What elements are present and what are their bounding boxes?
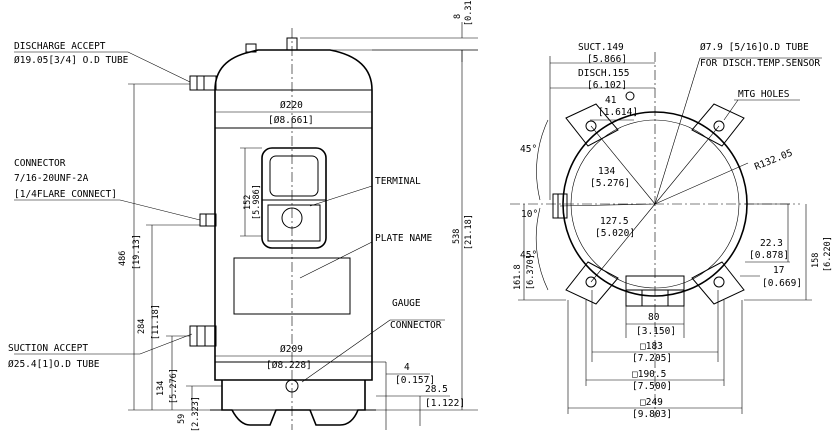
- dim-486: 486: [118, 251, 128, 266]
- suction-title: SUCTION ACCEPT: [8, 343, 88, 354]
- dim-dia-220: Ø220: [280, 100, 303, 111]
- dim-134-in: [5.276]: [169, 368, 179, 404]
- dim-284-in: [11.18]: [151, 304, 161, 340]
- top-view: [510, 52, 822, 418]
- dim-190-5: □190.5: [632, 369, 666, 380]
- mounting-hole: [713, 276, 725, 288]
- dim-4-in: [0.157]: [395, 375, 435, 386]
- base-plate: [221, 380, 366, 426]
- dim-dia-209: Ø209: [280, 344, 303, 355]
- dim-486-in: [19.13]: [132, 234, 142, 270]
- dim-4: 4: [404, 362, 410, 373]
- dim-161-8-in: [6.370]: [526, 254, 536, 290]
- terminal-label: TERMINAL: [375, 176, 421, 187]
- dim-158: 158: [811, 253, 821, 268]
- connector-thread: 7/16-20UNF-2A: [14, 173, 89, 184]
- dim-suct-in: [5.866]: [587, 54, 627, 65]
- mounting-lug: [691, 103, 745, 147]
- dim-17-in: [0.669]: [762, 278, 802, 289]
- discharge-size: Ø19.05[3/4] O.D TUBE: [14, 55, 129, 66]
- dim-152: 152: [243, 195, 253, 210]
- mounting-lug: [691, 261, 745, 305]
- angle-45-bottom: 45°: [520, 250, 537, 261]
- dim-127-5: 127.5: [600, 216, 629, 227]
- dim-17: 17: [773, 265, 784, 276]
- dim-28-5: 28.5: [425, 384, 448, 395]
- dim-dia-209-in: [Ø8.228]: [266, 360, 312, 371]
- mounting-hole: [585, 276, 597, 288]
- angle-45-top: 45°: [520, 144, 537, 155]
- mounting-hole: [713, 120, 725, 132]
- dim-183-in: [7.205]: [632, 353, 672, 364]
- mounting-lug: [565, 103, 619, 147]
- suction-size: Ø25.4[1]O.D TUBE: [8, 359, 100, 370]
- dim-152-in: [5.986]: [252, 184, 262, 220]
- dim-22-3: 22.3: [760, 238, 783, 249]
- gauge-label: GAUGE: [392, 298, 421, 309]
- dim-161-8: 161.8: [513, 264, 523, 290]
- angle-10: 10°: [521, 209, 538, 220]
- dim-80-in: [3.150]: [636, 326, 676, 337]
- dim-538: 538: [452, 229, 462, 244]
- dim-suct: SUCT.149: [578, 42, 624, 53]
- dim-538-in: [21.18]: [464, 214, 474, 250]
- dim-284: 284: [137, 319, 147, 334]
- dim-22-3-in: [0.878]: [749, 250, 789, 261]
- suction-fitting: [189, 325, 217, 347]
- discharge-title: DISCHARGE ACCEPT: [14, 41, 106, 52]
- mounting-hole: [585, 120, 597, 132]
- dim-134-in: [5.276]: [590, 178, 630, 189]
- dim-8-in: [0.31]: [464, 0, 474, 26]
- dim-249-in: [9.803]: [632, 409, 672, 420]
- connector-fitting: [199, 213, 217, 227]
- dim-dia-220-in: [Ø8.661]: [268, 115, 314, 126]
- dim-disch: DISCH.155: [578, 68, 629, 79]
- dim-disch-in: [6.102]: [587, 80, 627, 91]
- dim-41-in: [1.614]: [598, 107, 638, 118]
- dim-158-in: [6.220]: [823, 236, 833, 272]
- dim-183: □183: [640, 341, 663, 352]
- connector-title: CONNECTOR: [14, 158, 66, 169]
- dim-134: 134: [598, 166, 615, 177]
- dim-134: 134: [156, 381, 166, 396]
- connector-note: [1/4FLARE CONNECT]: [14, 189, 117, 200]
- dim-80: 80: [648, 312, 660, 323]
- gauge-connector-label: CONNECTOR: [390, 320, 442, 331]
- plate-name-label: PLATE NAME: [375, 233, 432, 244]
- dim-249: □249: [640, 397, 663, 408]
- bottom-fitting-block: [625, 275, 685, 307]
- dim-127-5-in: [5.020]: [595, 228, 635, 239]
- dim-190-5-in: [7.500]: [632, 381, 672, 392]
- dim-8: 8: [453, 14, 463, 19]
- dim-59-in: [2.323]: [191, 396, 201, 432]
- side-view: [14, 22, 478, 430]
- dim-41: 41: [605, 95, 617, 106]
- mounting-lug: [565, 261, 619, 305]
- discharge-fitting: [189, 75, 217, 91]
- gauge-connector-port: [285, 379, 299, 393]
- tube-note: FOR DISCH.TEMP.SENSOR: [700, 58, 820, 69]
- mtg-holes-label: MTG HOLES: [738, 89, 790, 100]
- radius-132: R132.05: [753, 148, 794, 173]
- dim-59: 59: [177, 414, 187, 424]
- tube-label: Ø7.9 [5/16]O.D TUBE: [700, 42, 809, 53]
- name-plate: [233, 257, 351, 315]
- terminal-box: [261, 147, 327, 249]
- dim-28-5-in: [1.122]: [425, 398, 465, 409]
